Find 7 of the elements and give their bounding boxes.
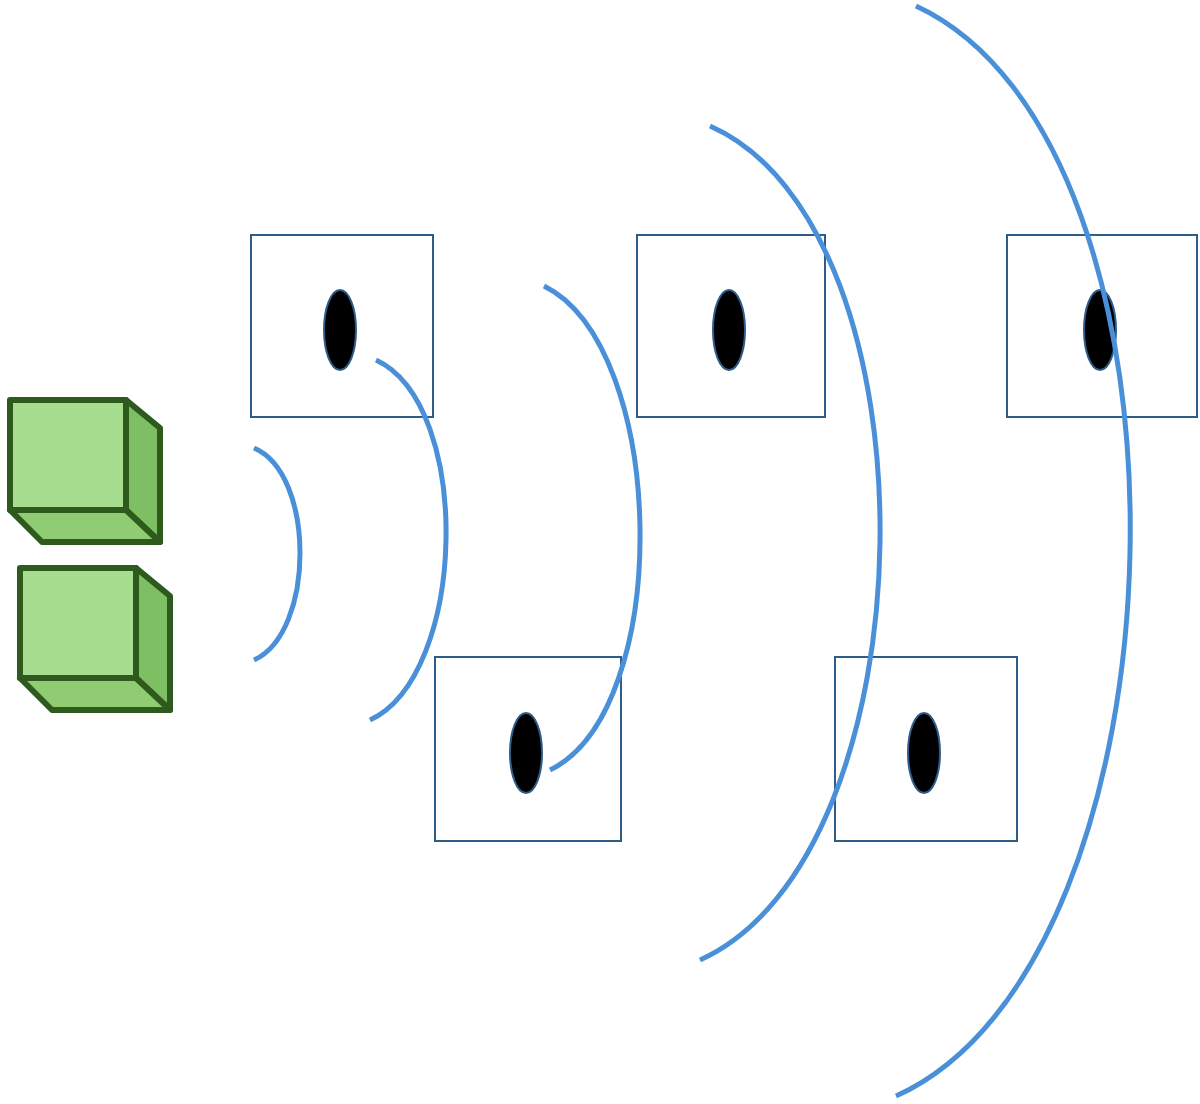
sensor-box: [250, 234, 434, 418]
sensor-box: [636, 234, 826, 418]
cube-icon: [16, 564, 176, 716]
cube-icon: [6, 396, 166, 548]
sensor-box: [834, 656, 1018, 842]
sensor-box: [1006, 234, 1198, 418]
sensor-box: [434, 656, 622, 842]
